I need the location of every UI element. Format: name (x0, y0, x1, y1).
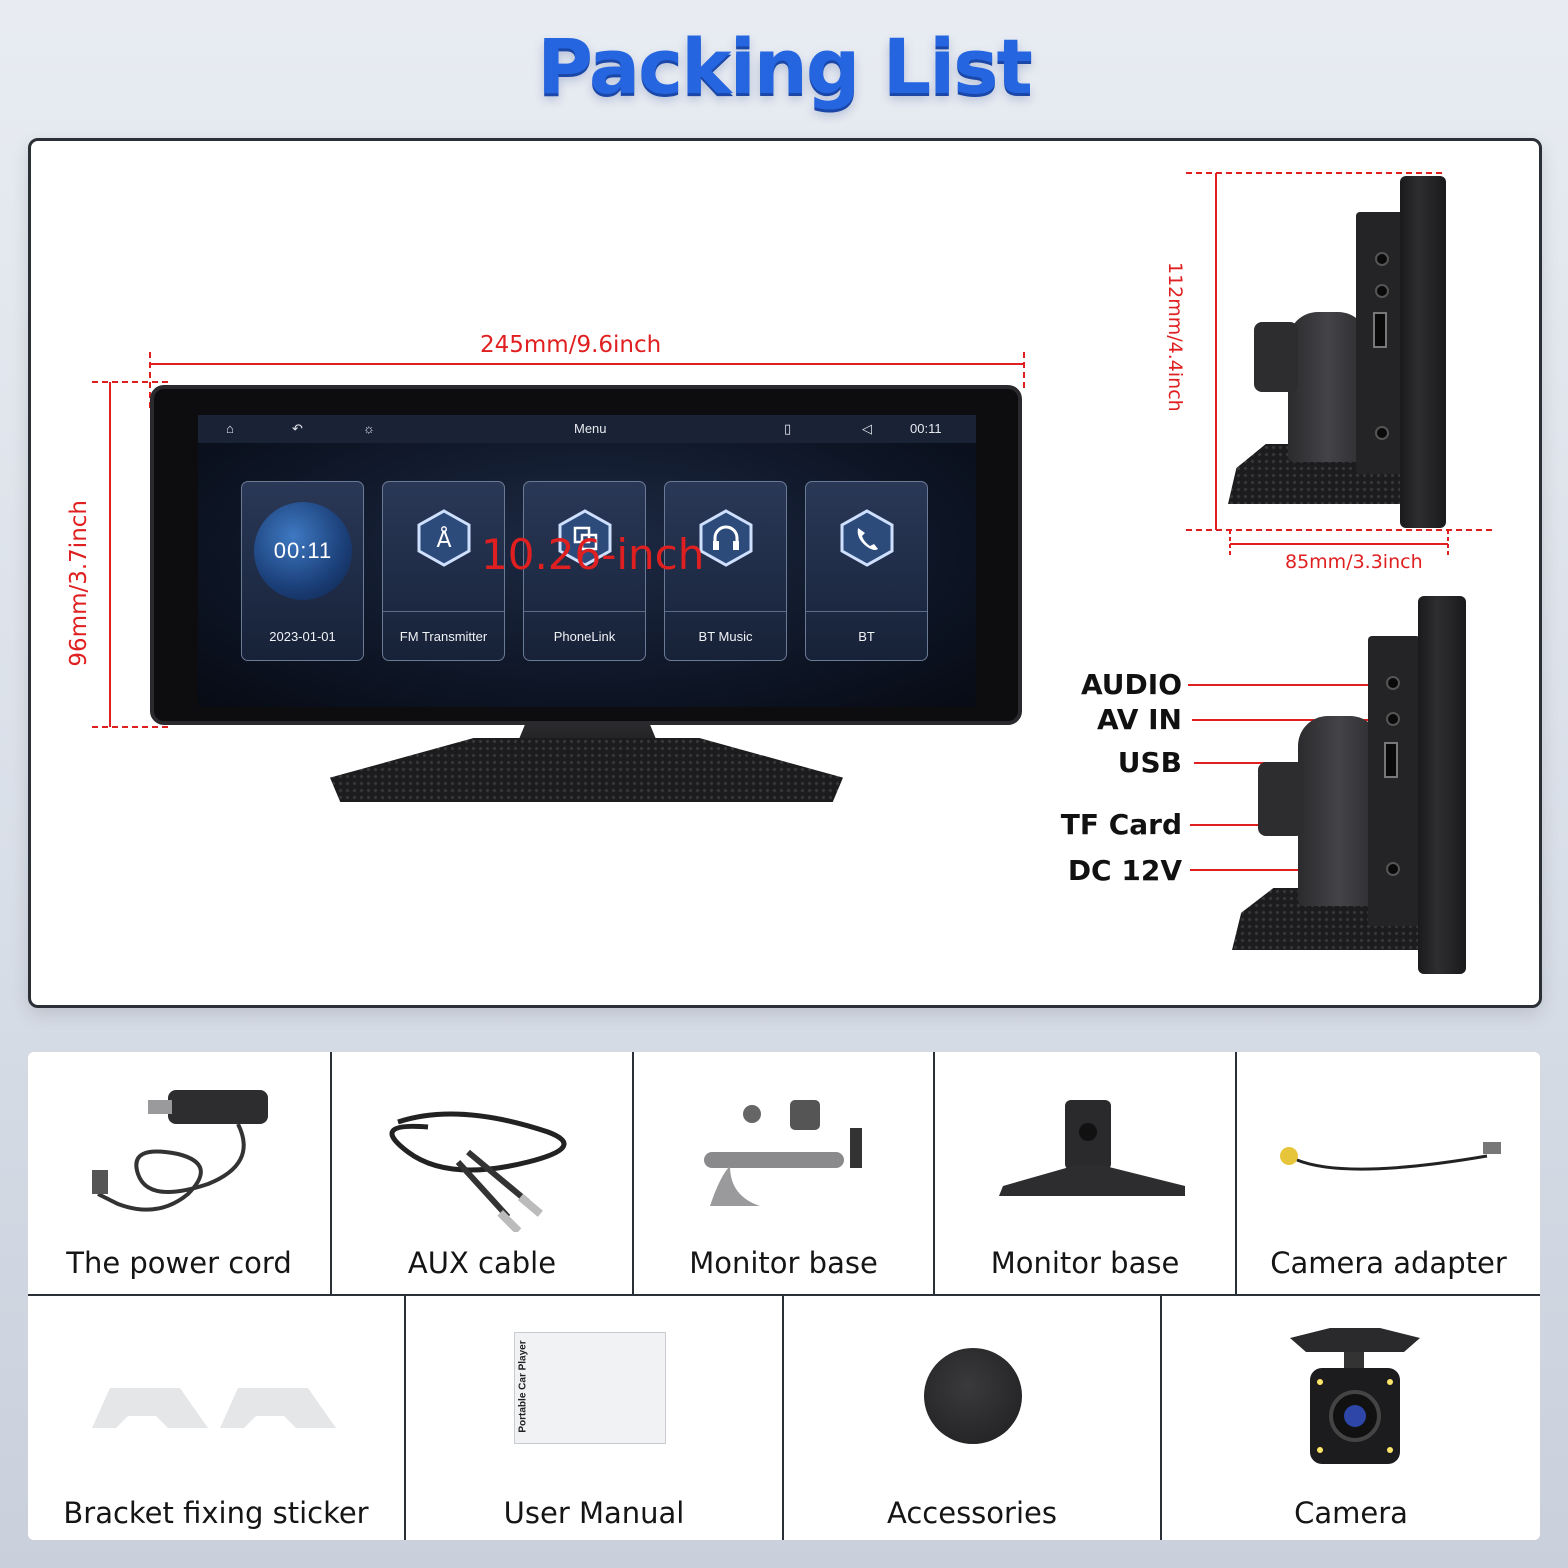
antenna-icon: Å (417, 509, 471, 567)
port-label-audio: AUDIO (1080, 668, 1182, 701)
item-caption: Accessories (887, 1496, 1057, 1530)
height-dimension-label: 96mm/3.7inch (66, 500, 92, 667)
car-monitor: ⌂ ↶ ☼ Menu ▯ ◁ 00:11 00:11 2023-01-01 Å … (150, 385, 1022, 725)
tile-clock[interactable]: 00:11 2023-01-01 (241, 481, 364, 661)
tile-label: BT (858, 629, 875, 644)
suction-mount-image (704, 1100, 862, 1206)
status-bar: ⌂ ↶ ☼ Menu ▯ ◁ 00:11 (198, 415, 976, 443)
item-camera-adapter: Camera adapter (1237, 1052, 1540, 1296)
item-camera: Camera (1162, 1296, 1540, 1540)
monitor-base-image (999, 1100, 1185, 1196)
card-icon: ▯ (784, 421, 792, 436)
item-caption: AUX cable (407, 1246, 557, 1280)
back-icon[interactable]: ↶ (292, 421, 303, 436)
tile-bt[interactable]: BT (805, 481, 928, 661)
side-height-dimension-label: 112mm/4.4inch (1164, 262, 1186, 412)
item-caption: User Manual (503, 1496, 685, 1530)
tile-label: BT Music (698, 629, 753, 644)
width-dimension-label: 245mm/9.6inch (480, 332, 662, 358)
phone-icon (840, 509, 894, 567)
headphones-icon (699, 509, 753, 567)
item-caption: Camera (1294, 1496, 1408, 1530)
port-label-av-in: AV IN (1096, 703, 1182, 736)
item-caption: Monitor base (689, 1246, 878, 1280)
backup-camera-image (1290, 1328, 1420, 1464)
port-label-usb: USB (1117, 746, 1182, 779)
svg-text:Å: Å (436, 526, 451, 553)
home-icon[interactable]: ⌂ (226, 421, 234, 436)
tile-label: 2023-01-01 (269, 629, 336, 644)
menu-title: Menu (574, 421, 607, 436)
item-accessories: Accessories (784, 1296, 1162, 1540)
camera-adapter-image (1280, 1142, 1501, 1171)
item-caption: Camera adapter (1270, 1246, 1507, 1280)
tile-label: PhoneLink (553, 629, 616, 644)
item-bracket-fixing-sticker: Bracket fixing sticker (28, 1296, 406, 1540)
aux-cable-image (389, 1111, 567, 1232)
tile-bt-music[interactable]: BT Music (664, 481, 787, 661)
user-manual-image: Portable Car Player (514, 1332, 666, 1444)
item-caption: The power cord (66, 1246, 292, 1280)
side-view-device-ports (1232, 596, 1468, 976)
adhesive-disc-image (924, 1348, 1022, 1444)
tile-fm-transmitter[interactable]: Å FM Transmitter (382, 481, 505, 661)
bracket-sticker-image (92, 1388, 336, 1428)
diagonal-dimension-label: 10.26-inch (481, 530, 705, 579)
phonelink-icon (558, 509, 612, 567)
monitor-screen: ⌂ ↶ ☼ Menu ▯ ◁ 00:11 00:11 2023-01-01 Å … (198, 415, 976, 707)
power-cord-image (92, 1090, 268, 1212)
item-monitor-base: Monitor base (935, 1052, 1237, 1296)
page-title: Packing List (537, 22, 1033, 111)
item-monitor-base-arm: Monitor base (634, 1052, 935, 1296)
clock-globe: 00:11 (254, 502, 352, 600)
side-view-device-top (1228, 172, 1450, 532)
item-power-cord: The power cord (28, 1052, 332, 1296)
packing-items-grid: The power cord AUX cable Monitor base Mo… (28, 1052, 1540, 1540)
port-label-dc-12v: DC 12V (1067, 854, 1182, 887)
manual-cover-title: Portable Car Player (517, 1340, 529, 1433)
item-caption: Monitor base (990, 1246, 1180, 1280)
volume-icon[interactable]: ◁ (862, 421, 872, 436)
item-user-manual: Portable Car Player User Manual (406, 1296, 784, 1540)
tile-phonelink[interactable]: PhoneLink (523, 481, 646, 661)
tile-label: FM Transmitter (399, 629, 488, 644)
port-label-tf-card: TF Card (1060, 808, 1182, 841)
status-time: 00:11 (910, 421, 942, 436)
item-aux-cable: AUX cable (332, 1052, 634, 1296)
side-depth-dimension-label: 85mm/3.3inch (1285, 551, 1423, 573)
item-caption: Bracket fixing sticker (63, 1496, 369, 1530)
brightness-icon[interactable]: ☼ (363, 421, 375, 436)
